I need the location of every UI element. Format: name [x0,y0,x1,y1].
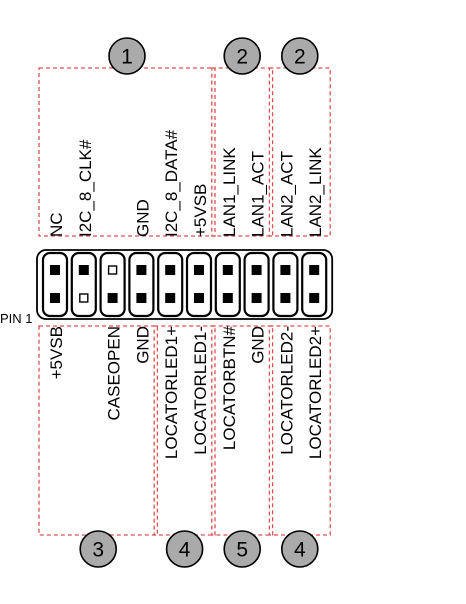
pin-slot [243,251,270,318]
pin-slot [157,251,184,318]
top-pin-filled [280,265,291,275]
top-pin-label: NC [47,212,66,237]
bottom-pin-label: +5VSB [47,326,66,379]
top-group-badge-number: 1 [121,46,133,69]
bottom-pin-filled [280,293,291,303]
top-pin-label: GND [133,199,152,237]
bottom-group-box-3 [268,325,331,536]
connector-header [36,249,334,320]
top-pin-label: LAN2_LINK [306,147,325,237]
bottom-group-badge-number: 5 [236,539,248,562]
top-pin-filled [136,265,147,275]
top-pin-filled [165,265,176,275]
pin-slot [272,251,299,318]
group-badges: 1 2 2 3 4 5 4 [79,37,319,568]
bottom-group-badge-circle [165,530,204,568]
bottom-group-badge-circle [79,530,117,568]
top-group-badge-number: 2 [236,46,248,69]
pin-slot [99,251,126,318]
top-pin-filled [194,265,204,275]
pin-slot [185,251,213,318]
pin-slot [214,251,241,318]
top-pin-filled [50,265,60,275]
bottom-pin-label: CASEOPEN [105,326,124,420]
bottom-pin-filled [136,293,147,303]
bottom-pin-filled [165,293,176,303]
bottom-pin-filled [107,293,118,303]
top-pin-filled [78,265,89,275]
pin-labels: NC I2C_8_CLK# GND I2C_8_DATA# +5VSB LAN1_LINK… [47,129,325,459]
bottom-pin-label: GND [133,326,152,364]
bottom-pin-label: LOCATORLED1+ [162,326,181,459]
top-group-badge-number: 2 [294,46,306,69]
pin-slot [70,251,97,318]
pin-slot [128,251,155,318]
bottom-pin-label: LOCATORLED2- [277,326,296,455]
bottom-group-badge-number: 4 [294,539,306,562]
bottom-pin-label: GND [249,326,268,364]
top-pin-label: LAN2_ACT [277,151,296,237]
top-group-badge-circle [223,37,261,75]
bottom-pin-filled [194,293,204,303]
bottom-pin-filled [222,293,233,303]
connector-outline [36,249,334,320]
top-pin-label: +5VSB [191,184,210,237]
bottom-group-box-2 [211,325,274,536]
bottom-pin-filled [309,293,320,303]
top-pin-empty [107,265,118,275]
top-pin-label: I2C_8_CLK# [76,139,95,237]
bottom-group-badge-number: 4 [179,539,191,562]
bottom-group-badge-number: 3 [92,539,104,562]
bottom-pin-filled [50,293,60,303]
top-pin-label: I2C_8_DATA# [162,129,181,237]
pin1-label: PIN 1 [0,311,33,326]
top-group-badge-circle [280,37,319,75]
bottom-pin-empty [79,293,89,303]
pin-slot [41,251,69,318]
bottom-pin-label: LOCATORLED2+ [306,326,325,459]
top-pin-label: LAN1_ACT [249,151,268,237]
bottom-group-badge-circle [280,530,319,568]
top-pin-filled [222,265,233,275]
bottom-pin-label: LOCATORBTN# [220,325,239,450]
top-group-box-0 [38,67,216,237]
top-pin-filled [251,265,262,275]
bottom-group-box-1 [153,325,216,536]
top-pin-filled [309,265,320,275]
top-pin-label: LAN1_LINK [220,147,239,237]
bottom-pin-filled [251,293,262,303]
top-group-badge-circle [108,37,146,75]
bottom-group-badge-circle [223,530,261,568]
pin-slot [301,251,328,318]
bottom-pin-label: LOCATORLED1- [191,326,210,455]
